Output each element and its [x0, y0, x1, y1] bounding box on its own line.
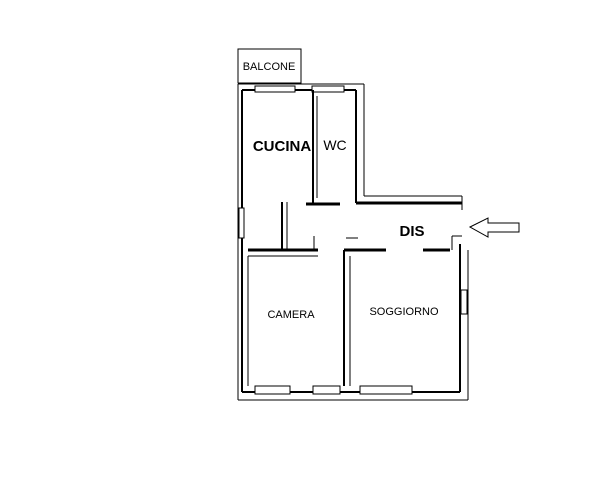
dis-label: DIS — [399, 223, 424, 240]
windows — [238, 85, 468, 395]
arrow-left-icon — [468, 217, 520, 238]
balcone-label: BALCONE — [243, 61, 296, 73]
camera-label: CAMERA — [267, 309, 315, 321]
cucina-label: CUCINA — [253, 138, 311, 155]
outer-walls — [237, 83, 469, 401]
balcone-outline — [237, 48, 302, 84]
soggiorno-label: SOGGIORNO — [369, 306, 439, 318]
interior-walls — [247, 90, 462, 386]
wc-label: WC — [323, 137, 346, 153]
